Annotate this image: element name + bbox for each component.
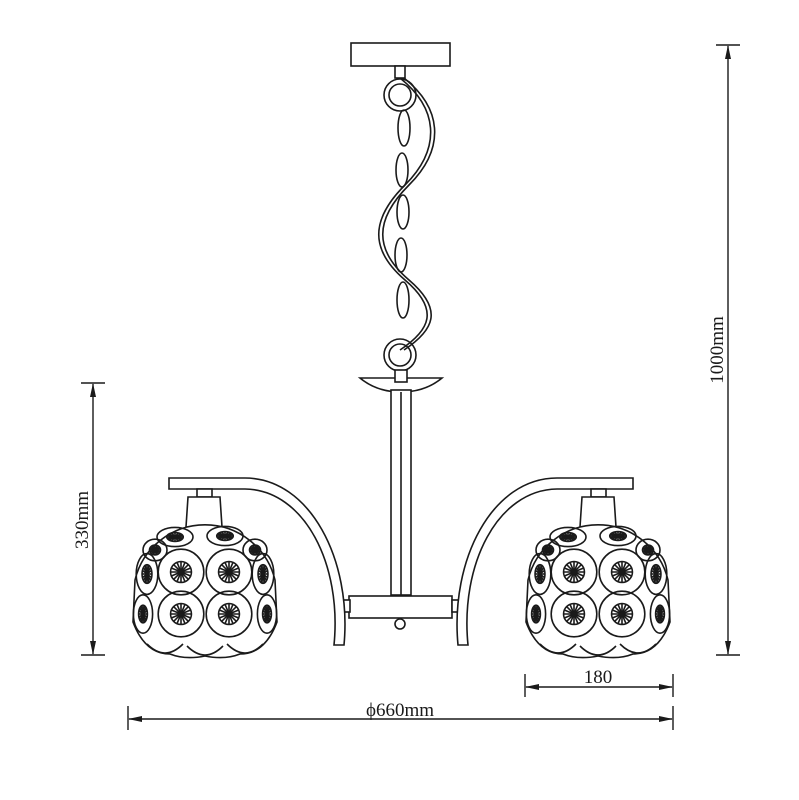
dimension-shade-width: 180 — [524, 667, 674, 697]
shade-width-label: 180 — [584, 667, 613, 688]
shade-medallion — [157, 590, 205, 638]
left-arm — [168, 477, 351, 646]
shade-medallion — [205, 548, 253, 596]
shade-medallion — [550, 590, 598, 638]
shade-medallion — [242, 538, 268, 562]
dimension-lamp-height: 330mm — [72, 382, 105, 656]
shade-medallion — [549, 526, 587, 548]
dimension-total-height: 1000mm — [707, 44, 740, 656]
shade-medallion — [132, 593, 154, 634]
shade-medallion — [142, 538, 168, 562]
chain — [377, 65, 436, 372]
arm-hub — [348, 595, 453, 619]
left-glass-shade — [132, 524, 278, 659]
shade-medallion — [525, 593, 547, 634]
right-glass-shade — [525, 524, 671, 659]
shade-medallion — [205, 590, 253, 638]
shade-medallion — [644, 552, 668, 596]
shade-medallion — [550, 548, 598, 596]
shade-medallion — [156, 526, 194, 548]
hub-finial — [394, 618, 406, 630]
total-height-label: 1000mm — [707, 316, 728, 384]
shade-medallion — [535, 538, 561, 562]
shade-medallion — [251, 552, 275, 596]
shade-medallion — [135, 552, 159, 596]
shade-medallion — [635, 538, 661, 562]
shade-medallion — [649, 593, 671, 634]
shade-medallion — [157, 548, 205, 596]
shade-medallion — [206, 525, 244, 547]
shade-medallion — [599, 525, 637, 547]
shade-medallion — [256, 593, 278, 634]
dimension-diameter: ϕ660mm — [127, 700, 674, 730]
lamp-height-label: 330mm — [72, 491, 93, 549]
ceiling-plate — [350, 42, 451, 67]
diameter-label: ϕ660mm — [366, 700, 434, 721]
shade-medallion — [528, 552, 552, 596]
shade-medallion — [598, 590, 646, 638]
